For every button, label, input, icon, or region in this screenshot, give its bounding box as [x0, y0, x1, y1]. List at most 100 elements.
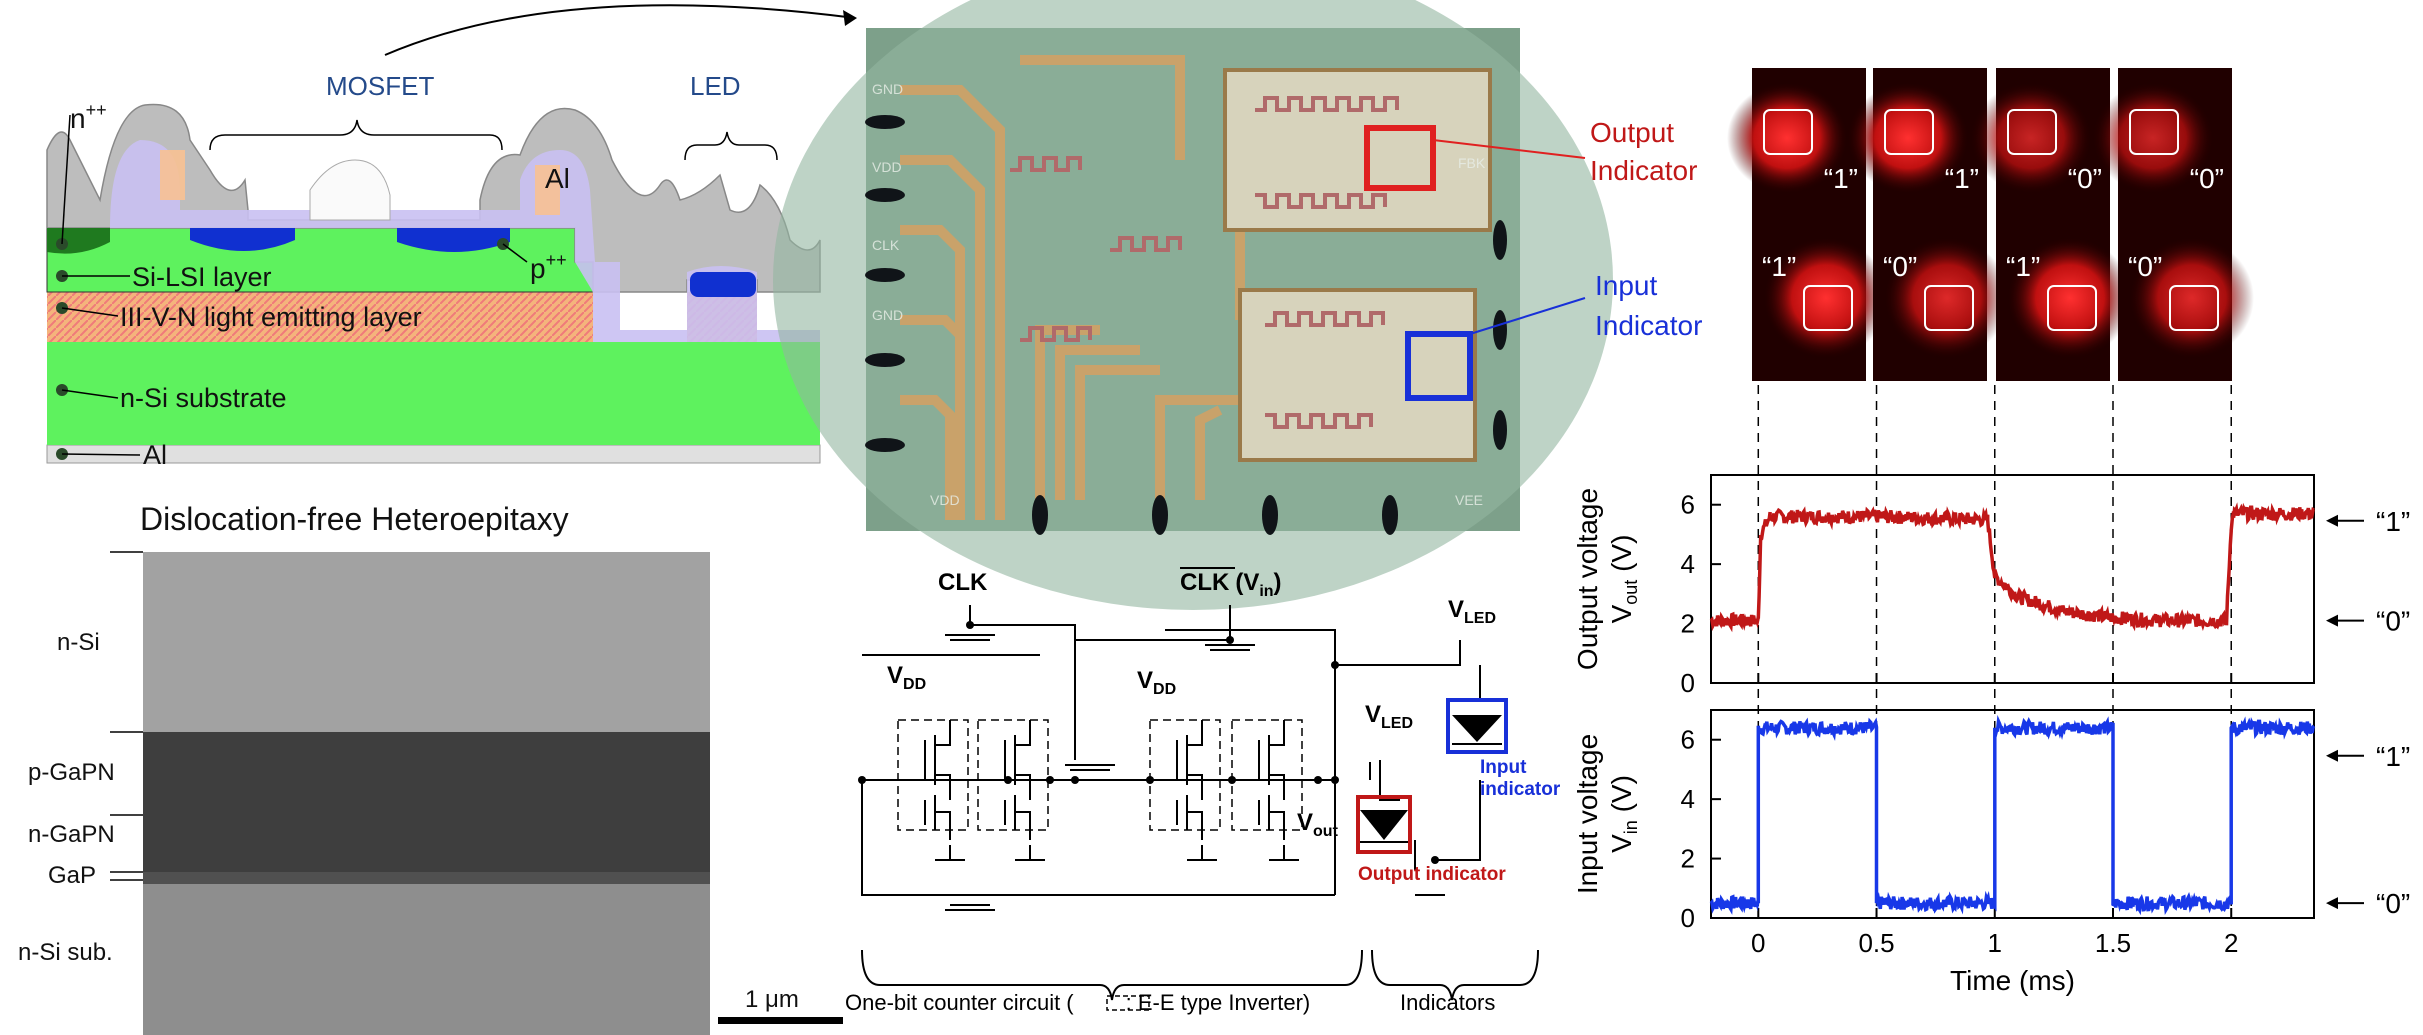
- y-tick-label: 0: [1681, 668, 1695, 698]
- led-label: LED: [690, 71, 741, 101]
- al-bottom-label: Al: [143, 440, 167, 470]
- inverter-legend-box: [1106, 995, 1150, 1011]
- tem-layer-gap: GaP: [48, 862, 96, 889]
- led-window-box: [2129, 109, 2179, 155]
- vdd-label: VDD: [887, 662, 926, 693]
- time-marker-lines: [1757, 385, 2232, 918]
- led-window-box: [1924, 285, 1974, 331]
- vout-label: Vout: [1297, 809, 1339, 840]
- pad-label: VDD: [930, 492, 960, 508]
- y-tick-label: 6: [1681, 725, 1695, 755]
- output-indicator-box: [1364, 125, 1436, 191]
- led-window-box: [1763, 109, 1813, 155]
- chip-photo: GND VDD CLK GND VDD VEE FBK: [773, 0, 1613, 610]
- x-tick-label: 0: [1751, 928, 1765, 958]
- state-label-low: “0”: [2376, 606, 2410, 637]
- connector-arrow: [384, 4, 856, 56]
- vled-label: VLED: [1448, 596, 1496, 627]
- tem-layer-nsi: n-Si: [57, 629, 100, 656]
- input-indicator-label: Indicator: [1595, 310, 1702, 341]
- caption-counter: One-bit counter circuit (: E-E type Inve…: [845, 990, 1310, 1015]
- tem-title: Dislocation-free Heteroepitaxy: [140, 501, 569, 537]
- x-axis-label: Time (ms): [1950, 965, 2075, 996]
- led-panels: “1”“1”“1”“0”“0”“1”“0”“0”: [1727, 68, 2254, 381]
- led-state-label: “1”: [1762, 251, 1796, 282]
- state-arrow-head: [2326, 749, 2338, 762]
- cross-section-diagram: MOSFET LED Al n++ p++ Si-LSI layer III-V…: [46, 71, 821, 470]
- nsi-sub-label: n-Si substrate: [120, 383, 287, 413]
- input-indicator-box: [1405, 331, 1473, 401]
- output-indicator-label: Output: [1590, 117, 1674, 148]
- output-indicator-label: Indicator: [1590, 155, 1697, 186]
- led-glow: [2130, 238, 2254, 358]
- x-tick-label: 0.5: [1858, 928, 1894, 958]
- led-window-box: [1884, 109, 1934, 155]
- tem-image: Dislocation-free Heteroepitaxy n-Si p-Ga…: [18, 501, 843, 1035]
- al-top-label: Al: [545, 163, 570, 194]
- si-lsi-label: Si-LSI layer: [132, 262, 272, 292]
- led-state-label: “1”: [2006, 251, 2040, 282]
- y-tick-label: 2: [1681, 844, 1695, 874]
- y-tick-label: 0: [1681, 903, 1695, 933]
- pad-label: VEE: [1455, 492, 1483, 508]
- output-indicator-text: Output indicator: [1358, 864, 1506, 885]
- state-label-high: “1”: [2376, 741, 2410, 772]
- y-axis-label: Output voltage: [1572, 488, 1603, 670]
- led-window-box: [2169, 285, 2219, 331]
- vdd-label: VDD: [1137, 667, 1176, 698]
- input-indicator-text: indicator: [1480, 779, 1561, 800]
- led-state-label: “0”: [2068, 163, 2102, 194]
- tem-layer-pgapn: p-GaPN: [28, 759, 115, 786]
- mosfet-label: MOSFET: [326, 71, 434, 101]
- pad-label: CLK: [872, 237, 900, 253]
- led-state-label: “1”: [1945, 163, 1979, 194]
- state-label-high: “1”: [2376, 506, 2410, 537]
- clk-label: CLK: [938, 569, 988, 596]
- plot-frame: [1710, 709, 2315, 919]
- state-arrow-head: [2326, 514, 2338, 527]
- npp-label: n++: [70, 100, 107, 134]
- tem-layer-nsisub: n-Si sub.: [18, 939, 113, 966]
- led-state-label: “0”: [2190, 163, 2224, 194]
- iiivn-label: III-V-N light emitting layer: [120, 302, 422, 332]
- y-axis-label-symbol: Vin (V): [1606, 775, 1641, 853]
- input-indicator-label: Input: [1595, 270, 1657, 301]
- y-axis-label: Input voltage: [1572, 734, 1603, 894]
- ppp-label: p++: [530, 250, 567, 284]
- y-tick-label: 4: [1681, 549, 1695, 579]
- x-tick-label: 1.5: [2095, 928, 2131, 958]
- tem-layer-ngapn: n-GaPN: [28, 821, 115, 848]
- input-indicator-text: Input: [1480, 757, 1527, 778]
- led-glow: [1848, 83, 1968, 193]
- y-tick-label: 4: [1681, 784, 1695, 814]
- led-window-box: [1803, 285, 1853, 331]
- led-state-label: “1”: [1824, 163, 1858, 194]
- y-axis-label-symbol: Vout (V): [1606, 535, 1641, 624]
- led-glow: [1727, 83, 1847, 193]
- led-window-box: [2047, 285, 2097, 331]
- series-line: [1709, 502, 2315, 633]
- x-tick-label: 1: [1988, 928, 2002, 958]
- clk-bar-label: CLK(Vin): [1180, 569, 1282, 600]
- x-tick-label: 2: [2224, 928, 2238, 958]
- pad-label: VDD: [872, 159, 902, 175]
- led-glow: [2008, 238, 2132, 358]
- caption-indicators: Indicators: [1400, 990, 1495, 1015]
- scale-bar: [718, 1017, 843, 1024]
- y-tick-label: 6: [1681, 490, 1695, 520]
- scale-bar-label: 1 μm: [745, 986, 799, 1013]
- led-window-box: [2007, 109, 2057, 155]
- led-glow: [1885, 238, 2009, 358]
- led-glow: [1971, 83, 2091, 193]
- y-tick-label: 2: [1681, 609, 1695, 639]
- pad-label: GND: [872, 307, 903, 323]
- series-line: [1709, 714, 2316, 916]
- pad-label: GND: [872, 81, 903, 97]
- chip-corner-label: FBK: [1458, 155, 1486, 171]
- state-label-low: “0”: [2376, 888, 2410, 919]
- vled-label: VLED: [1365, 701, 1413, 732]
- circuit-diagram: [858, 605, 1539, 1001]
- arrow-head: [843, 10, 857, 26]
